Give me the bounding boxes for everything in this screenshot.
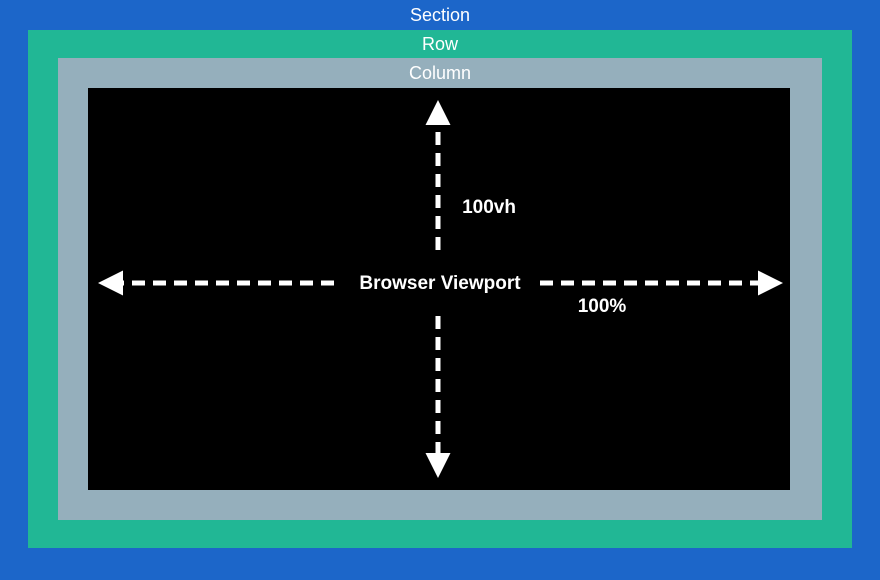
viewport-title: Browser Viewport bbox=[359, 273, 521, 294]
width-label: 100% bbox=[578, 296, 627, 317]
column-container: Column 100vh Browser bbox=[58, 58, 822, 520]
height-label: 100vh bbox=[462, 197, 516, 218]
row-container: Row Column 100vh bbox=[28, 30, 852, 548]
viewport-box: 100vh Browser Viewport 100% bbox=[88, 88, 790, 490]
row-label: Row bbox=[421, 34, 458, 54]
section-label: Section bbox=[409, 5, 471, 25]
column-label: Column bbox=[408, 63, 472, 83]
viewport-diagram: 100vh Browser Viewport 100% bbox=[98, 100, 783, 478]
